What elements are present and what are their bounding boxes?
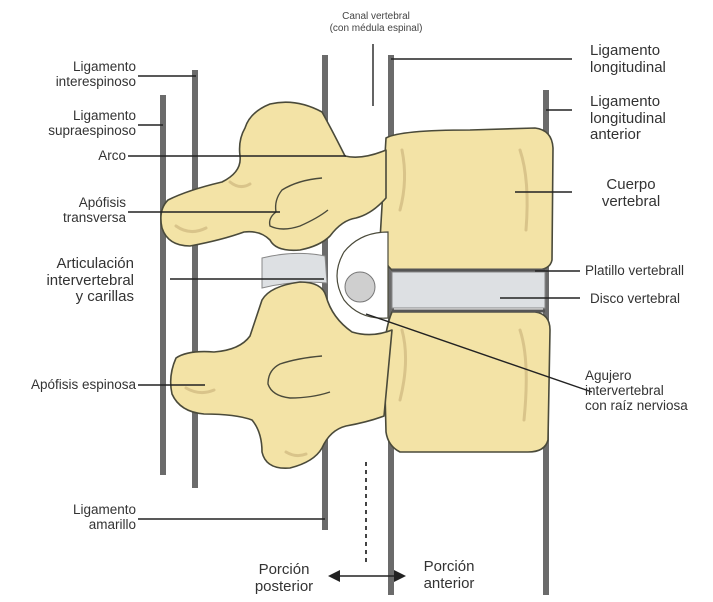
label-articulacion-intervertebral: Articulación intervertebral y carillas <box>0 256 134 306</box>
label-platillo-vertebral: Platillo vertebrall <box>585 263 713 278</box>
intervertebral-disc <box>392 272 545 308</box>
label-arco: Arco <box>10 148 126 163</box>
label-ligamento-amarillo: Ligamento amarillo <box>10 502 136 532</box>
label-ligamento-longitudinal-anterior: Ligamento longitudinal anterior <box>590 94 710 144</box>
label-ligamento-interespinoso: Ligamento interespinoso <box>10 59 136 89</box>
label-disco-vertebral: Disco vertebral <box>590 291 710 306</box>
nerve-root <box>345 272 375 302</box>
label-ligamento-supraespinoso: Ligamento supraespinoso <box>10 108 136 138</box>
label-canal-vertebral: Canal vertebral (con médula espinal) <box>298 11 454 34</box>
label-porcion-posterior: Porción posterior <box>236 562 332 595</box>
label-cuerpo-vertebral: Cuerpo vertebral <box>576 177 686 210</box>
label-agujero-intervertebral: Agujero intervertebral con raíz nerviosa <box>585 368 712 413</box>
label-apofisis-espinosa: Apófisis espinosa <box>0 377 136 392</box>
supraspinous-ligament-bar <box>160 95 166 475</box>
label-porcion-anterior: Porción anterior <box>404 559 494 592</box>
direction-arrow <box>328 570 406 582</box>
label-apofisis-transversa: Apófisis transversa <box>10 195 126 225</box>
label-ligamento-longitudinal: Ligamento longitudinal <box>590 43 710 76</box>
